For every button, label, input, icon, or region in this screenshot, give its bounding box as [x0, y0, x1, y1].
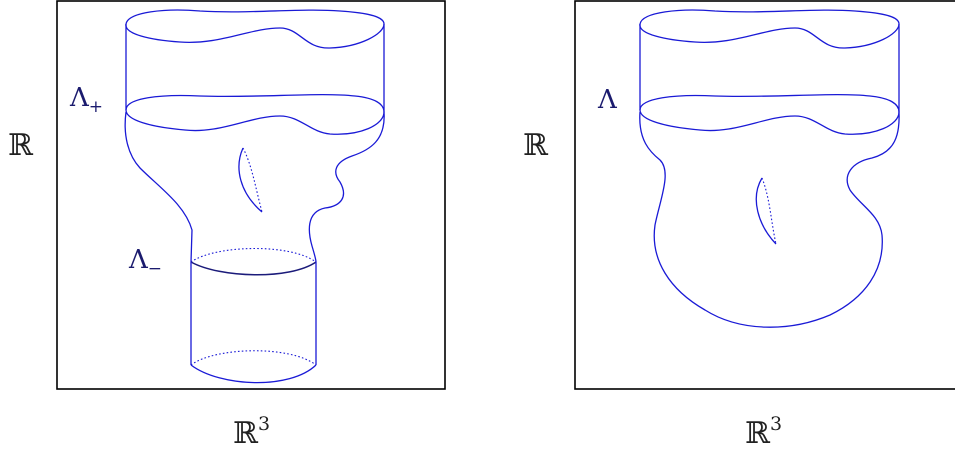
- left-panel: Λ+ Λ− ℝ ℝ3: [8, 0, 446, 449]
- left-vertical-axis-label: ℝ: [8, 128, 34, 163]
- right-top-rim: [639, 9, 900, 49]
- right-vertical-axis-label: ℝ: [523, 128, 549, 163]
- right-panel: Λ ℝ ℝ3: [523, 0, 955, 449]
- left-lambda-minus-front: [190, 261, 317, 276]
- right-lambda-curve: [639, 93, 900, 135]
- left-hole-solid-arc: [238, 147, 263, 213]
- left-lambda-minus-label: Λ−: [128, 245, 162, 279]
- left-lambda-minus-back: [190, 247, 317, 263]
- left-horizontal-axis-label: ℝ3: [233, 413, 270, 449]
- left-lambda-plus-curve: [125, 93, 385, 135]
- left-top-rim: [125, 9, 385, 49]
- right-hole-dotted-arc: [761, 177, 777, 245]
- left-surface-left-contour: [124, 111, 193, 263]
- right-lambda-label: Λ: [597, 85, 618, 115]
- left-frame: [56, 0, 446, 390]
- left-surface-right-contour: [308, 111, 385, 263]
- left-lambda-plus-label: Λ+: [69, 83, 103, 117]
- right-surface-contour: [639, 111, 900, 328]
- right-horizontal-axis-label: ℝ3: [745, 413, 782, 449]
- left-bottom-rim-back: [190, 350, 317, 366]
- right-hole-solid-arc: [755, 177, 777, 245]
- left-bottom-rim-front: [190, 364, 317, 384]
- right-frame: [574, 0, 955, 390]
